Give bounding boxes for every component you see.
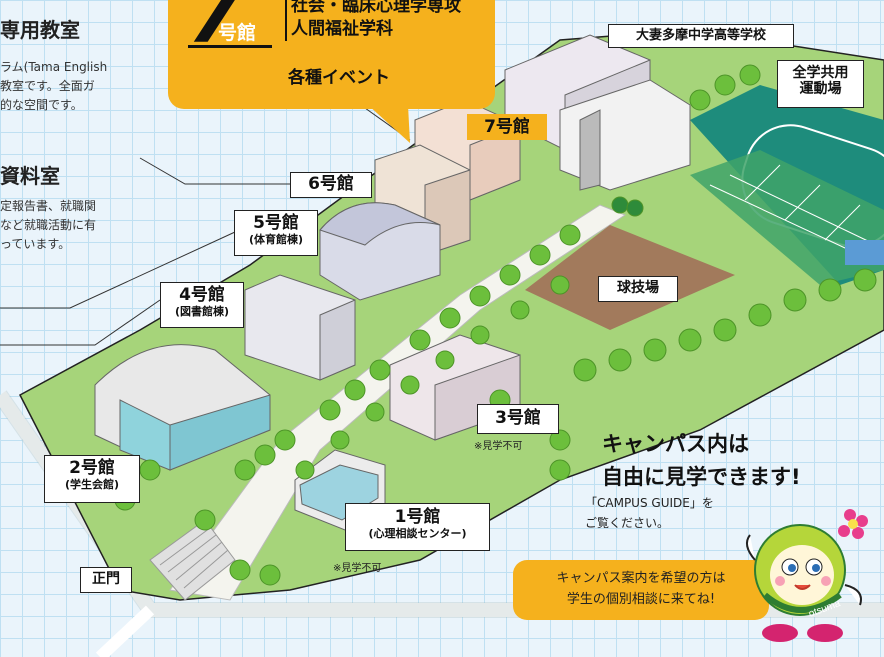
building6-label-text: 6号館 bbox=[308, 174, 354, 194]
building7-underline bbox=[188, 45, 272, 48]
campus-guide-line2: ご覧ください。 bbox=[585, 516, 670, 531]
callout-line-3: 各種イベント bbox=[288, 68, 390, 88]
school-label-text: 大妻多摩中学高等学校 bbox=[635, 28, 766, 43]
building5-label-text: 5号館 bbox=[253, 213, 299, 233]
main-gate-label-text: 正門 bbox=[92, 571, 120, 587]
label-main-gate: 正門 bbox=[80, 567, 132, 593]
mascot-bubble-line2: 学生の個別相談に来てね! bbox=[566, 592, 716, 608]
label-building-5: 5号館 (体育館棟) bbox=[234, 210, 318, 256]
building7-label-text: 7号館 bbox=[484, 117, 530, 137]
building7-suffix: 号館 bbox=[218, 22, 257, 44]
building7-detail-list: 社会・臨床心理学専攻 人間福祉学科 bbox=[285, 0, 461, 41]
mascot-bubble: キャンパス案内を希望の方は 学生の個別相談に来てね! bbox=[513, 560, 769, 620]
building1-note: ※見学不可 bbox=[333, 563, 382, 574]
label-building-6: 6号館 bbox=[290, 172, 372, 198]
mascot: otsuma bbox=[745, 509, 868, 642]
mascot-bubble-line1: キャンパス案内を希望の方は bbox=[556, 571, 726, 586]
promenade bbox=[169, 204, 627, 601]
label-building-1: 1号館 (心理相談センター) bbox=[345, 503, 490, 551]
label-school: 大妻多摩中学高等学校 bbox=[608, 24, 794, 48]
label-sports-ground: 全学共用 運動場 bbox=[777, 60, 864, 108]
mascot-flower-icon bbox=[838, 509, 868, 539]
ball-field-label-text: 球技場 bbox=[617, 280, 659, 296]
callout-line-1: 社会・臨床心理学専攻 bbox=[291, 0, 461, 16]
building7-badge: 7 号館 bbox=[188, 0, 272, 60]
side-text-2: 定報告書、就職関 など就職活動に有 っています。 bbox=[0, 199, 97, 252]
building2-sub-text: (学生会館) bbox=[64, 477, 120, 491]
campus-message: キャンパス内は 自由に見学できます! bbox=[602, 428, 801, 491]
label-building-2: 2号館 (学生会館) bbox=[44, 455, 140, 503]
building2-label-text: 2号館 bbox=[69, 458, 115, 478]
side-title-2: 資料室 bbox=[0, 164, 60, 188]
building3-note: ※見学不可 bbox=[474, 441, 523, 452]
side-text-1: ラム(Tama English 教室です。全面ガ 的な空間です。 bbox=[0, 60, 108, 113]
buildings bbox=[94, 34, 691, 531]
building7-number: 7 bbox=[188, 0, 240, 60]
sports-ground-line2: 運動場 bbox=[799, 81, 842, 98]
building4-label-text: 4号館 bbox=[179, 285, 225, 305]
side-title-1: 専用教室 bbox=[0, 18, 80, 42]
label-building-3: 3号館 bbox=[477, 404, 559, 434]
label-ball-field: 球技場 bbox=[598, 276, 678, 302]
label-building-4: 4号館 (図書館棟) bbox=[160, 282, 244, 328]
building5-sub-text: (体育館棟) bbox=[248, 232, 304, 246]
campus-guide-line1: 「CAMPUS GUIDE」を bbox=[585, 496, 714, 510]
callout-line-2: 人間福祉学科 bbox=[291, 19, 393, 39]
building4-sub-text: (図書館棟) bbox=[174, 304, 230, 318]
building1-label-text: 1号館 bbox=[394, 507, 441, 527]
gate-stairs bbox=[149, 519, 236, 601]
building3-label-text: 3号館 bbox=[495, 408, 541, 428]
campus-message-line1: キャンパス内は bbox=[602, 432, 749, 456]
sports-ground bbox=[690, 85, 884, 285]
campus-message-line2: 自由に見学できます! bbox=[602, 465, 801, 489]
sports-ground-line1: 全学共用 bbox=[792, 65, 849, 81]
campus-guide-note: 「CAMPUS GUIDE」を ご覧ください。 bbox=[585, 493, 714, 534]
building7-callout: 7 号館 社会・臨床心理学専攻 人間福祉学科 各種イベント bbox=[168, 0, 495, 143]
callout-tail bbox=[368, 105, 410, 143]
label-building-7: 7号館 bbox=[467, 114, 547, 140]
trees bbox=[114, 64, 877, 586]
building1-sub-text: (心理相談センター) bbox=[368, 526, 467, 540]
leader-lines bbox=[0, 107, 411, 346]
